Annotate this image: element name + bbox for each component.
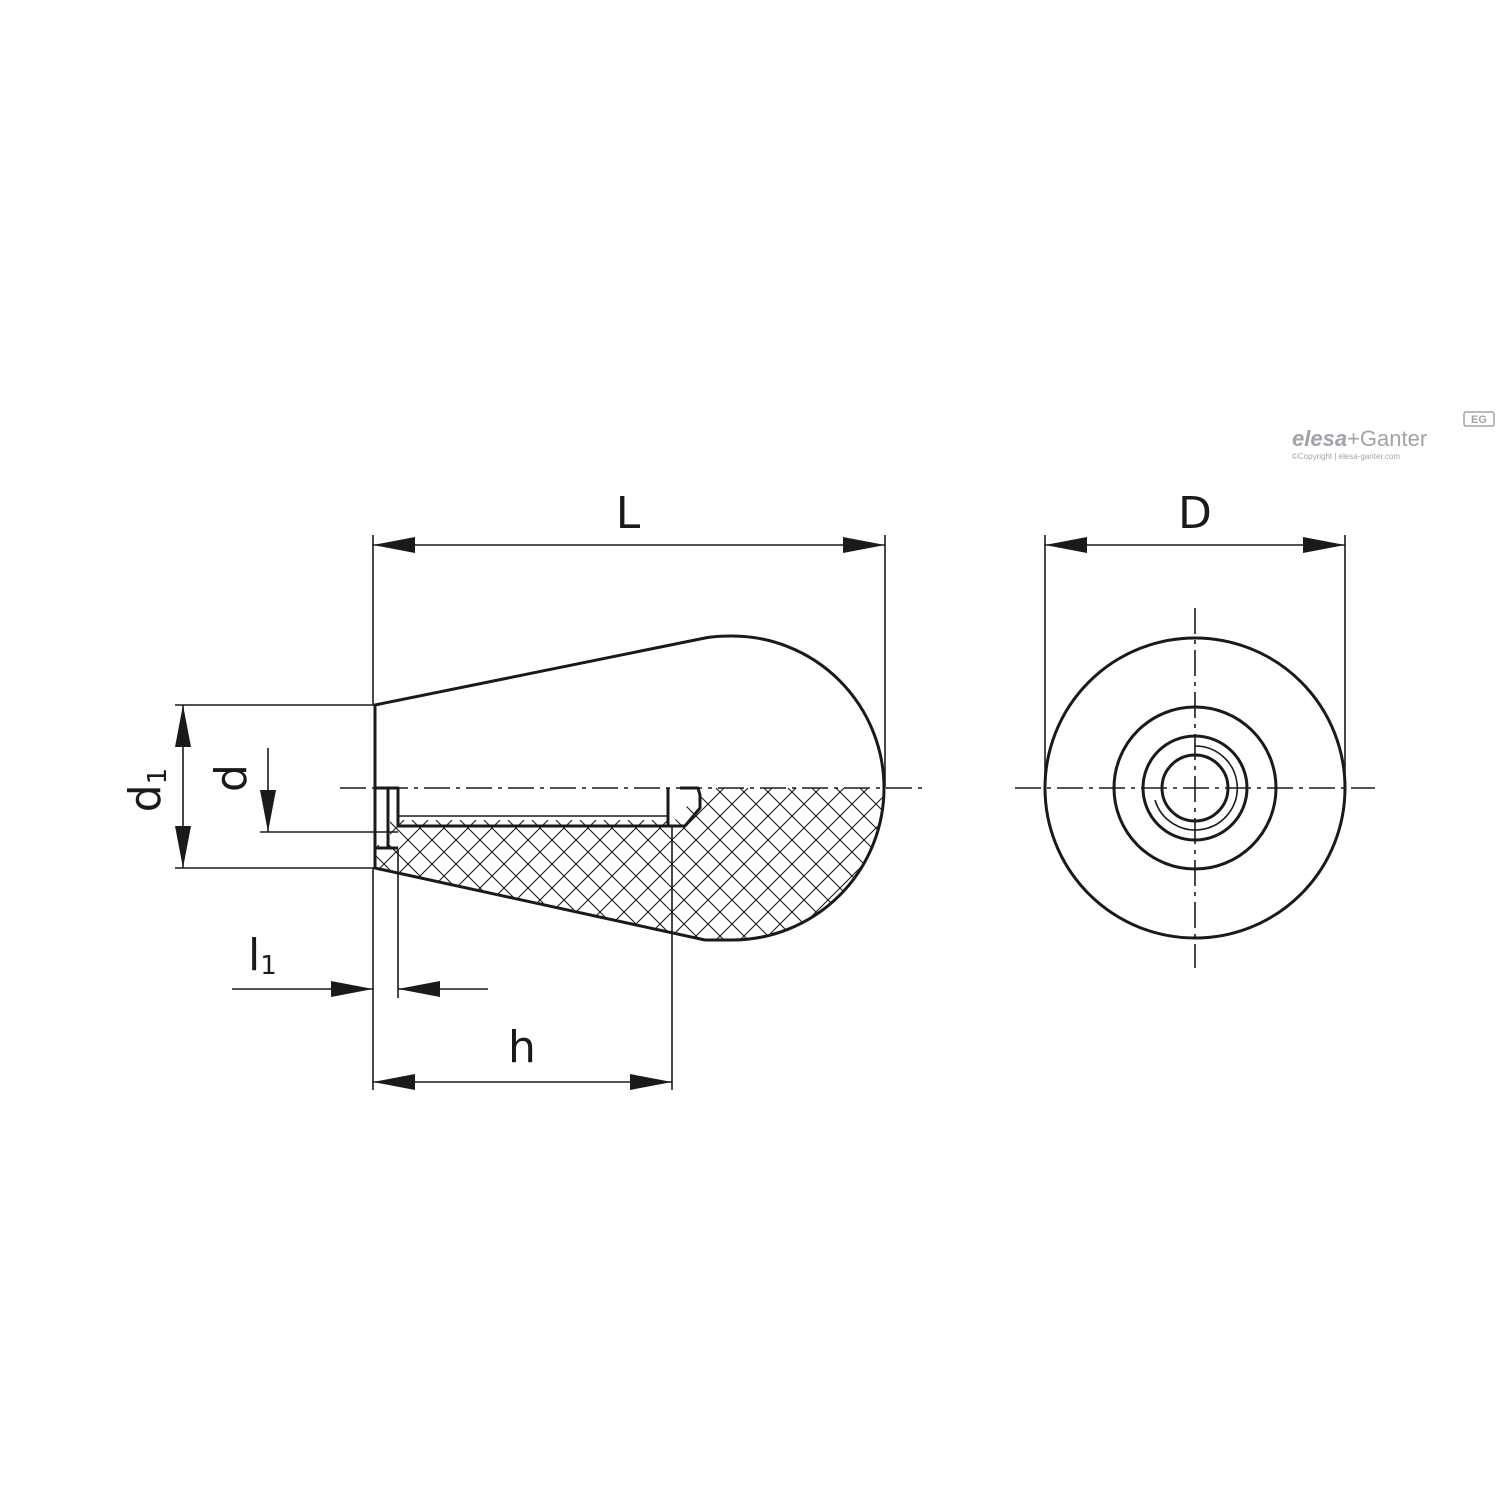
copyright-text: ©Copyright | elesa-ganter.com xyxy=(1292,452,1400,461)
label-d1: d1 xyxy=(120,768,173,812)
label-L: L xyxy=(616,488,641,539)
eg-badge xyxy=(1463,411,1495,427)
dimension-l1: l1 xyxy=(232,850,488,1090)
knob-outline xyxy=(373,634,886,942)
brand-name: elesa+Ganter xyxy=(1292,426,1427,451)
label-l1: l1 xyxy=(248,930,277,981)
label-d: d xyxy=(206,764,257,792)
thread-arc xyxy=(1154,745,1238,831)
dimension-d1: d1 xyxy=(120,704,375,869)
dimension-d: d xyxy=(206,748,398,833)
label-D: D xyxy=(1178,488,1212,539)
dimension-D: D xyxy=(1044,488,1346,788)
elesa-ganter-logo: EG elesa+Ganter ©Copyright | elesa-gante… xyxy=(1292,411,1495,461)
side-view xyxy=(340,634,925,942)
dimension-h: h xyxy=(373,826,673,1090)
label-h: h xyxy=(508,1022,536,1073)
eg-badge-text: EG xyxy=(1471,414,1487,426)
dimension-L: L xyxy=(372,488,886,788)
end-view xyxy=(1015,608,1375,968)
